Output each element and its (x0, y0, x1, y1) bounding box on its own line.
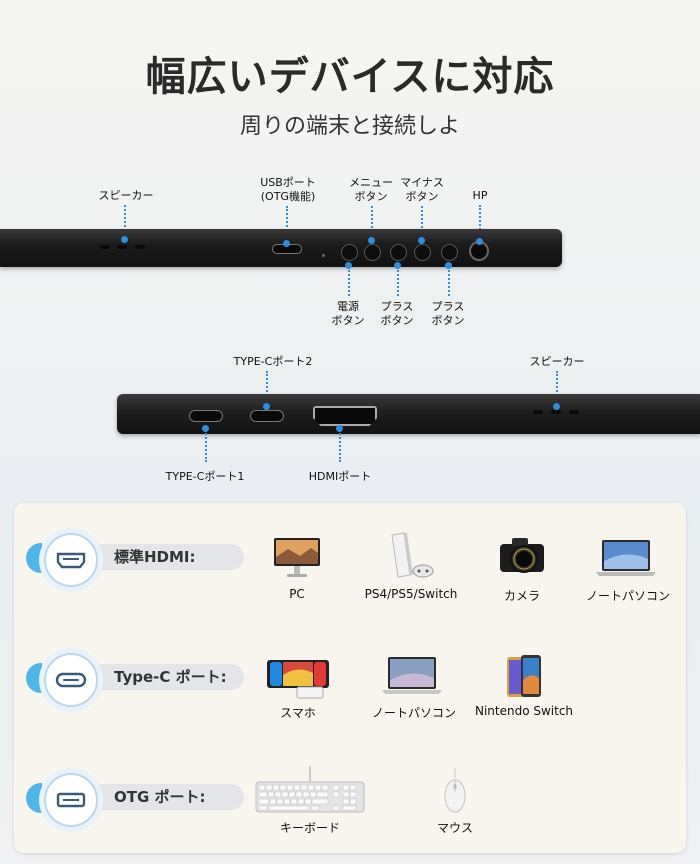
plus-label-line1: プラス (380, 300, 414, 313)
typec1-label: TYPE-Cポート1 (165, 470, 245, 483)
device-label: ノートパソコン (371, 706, 456, 720)
keyboard-icon (255, 766, 365, 814)
menu-button-label: メニュー ボタン (345, 176, 397, 204)
usb-label-line1: USBポート (260, 176, 316, 189)
minus-label-line1: マイナス (400, 176, 444, 189)
laptop-icon (596, 539, 656, 577)
marker-dot (263, 403, 270, 410)
hdmi-port-icon (44, 533, 98, 587)
page-title: 幅広いデバイスに対応 (145, 54, 555, 100)
device-label: スマホ (280, 706, 316, 720)
mouse-icon (443, 767, 467, 814)
guide-line (124, 205, 126, 239)
guide-line (371, 206, 373, 240)
guide-line (556, 371, 558, 407)
row-accent (26, 663, 42, 693)
speaker-vent (551, 410, 561, 414)
speaker-label-bottom: スピーカー (529, 355, 585, 368)
minus-button-label: マイナス ボタン (396, 176, 448, 204)
camera-icon (498, 534, 546, 578)
speaker-vent (117, 245, 127, 249)
marker-dot (476, 238, 483, 245)
hp-label: HP (472, 189, 488, 202)
device-label: ノートパソコン (585, 589, 670, 603)
monitor-icon (273, 537, 321, 579)
row-accent (26, 543, 42, 573)
menu-label-line1: メニュー (349, 176, 393, 189)
typec2-label: TYPE-Cポート2 (233, 355, 313, 368)
marker-dot (202, 425, 209, 432)
usb-c-port-1 (189, 410, 223, 422)
hdmi-port (313, 406, 377, 426)
speaker-vent (100, 245, 110, 249)
power-button-label: 電源 ボタン (326, 300, 370, 328)
usb-label-line2: (OTG機能) (260, 190, 316, 203)
plus-button-2 (441, 244, 458, 261)
game-handheld-icon (265, 657, 331, 699)
plus-label-line2: ボタン (380, 314, 414, 327)
device-label: PC (289, 587, 305, 601)
plus-button-label-2: プラス ボタン (426, 300, 470, 328)
usb-c-port-icon (44, 653, 98, 707)
usb-c-port-2 (250, 410, 284, 422)
device-label: キーボード (279, 821, 340, 835)
device-label: マウス (436, 821, 473, 835)
marker-dot (283, 240, 290, 247)
minus-label-line2: ボタン (405, 190, 439, 203)
speaker-label-top: スピーカー (98, 189, 154, 202)
guide-line (205, 430, 207, 462)
speaker-vent (569, 410, 579, 414)
laptop-icon (382, 656, 442, 696)
plus-button (390, 244, 407, 261)
page-subtitle: 周りの端末と接続しよ (239, 114, 460, 139)
menu-button (364, 244, 381, 261)
guide-line (397, 266, 399, 296)
guide-line (448, 266, 450, 296)
menu-label-line2: ボタン (354, 190, 388, 203)
usb-port-label: USBポート (OTG機能) (250, 176, 326, 204)
device-label: カメラ (503, 589, 540, 603)
device-label: Nintendo Switch (474, 704, 574, 718)
guide-line (286, 206, 288, 242)
device-label: PS4/PS5/Switch (364, 587, 458, 601)
power-button (341, 244, 358, 261)
smartphone-icon (506, 654, 542, 700)
marker-dot (345, 262, 352, 269)
row-accent (26, 783, 42, 813)
marker-dot (368, 237, 375, 244)
marker-dot (121, 236, 128, 243)
marker-dot (553, 403, 560, 410)
otg-port-icon (44, 773, 98, 827)
marker-dot (336, 425, 343, 432)
guide-line (421, 206, 423, 240)
speaker-vent (533, 410, 543, 414)
plus2-label-line1: プラス (431, 300, 465, 313)
guide-line (339, 430, 341, 462)
hdmi-port-label: HDMIポート (308, 470, 372, 483)
guide-line (479, 205, 481, 241)
marker-dot (445, 262, 452, 269)
game-console-icon (388, 531, 434, 579)
minus-button (414, 244, 431, 261)
guide-line (266, 371, 268, 407)
indicator-light (322, 254, 325, 257)
power-label-line2: ボタン (331, 314, 365, 327)
guide-line (348, 266, 350, 296)
speaker-vent (135, 245, 145, 249)
plus-button-label: プラス ボタン (375, 300, 419, 328)
marker-dot (394, 262, 401, 269)
plus2-label-line2: ボタン (431, 314, 465, 327)
power-label-line1: 電源 (337, 300, 359, 313)
marker-dot (418, 237, 425, 244)
